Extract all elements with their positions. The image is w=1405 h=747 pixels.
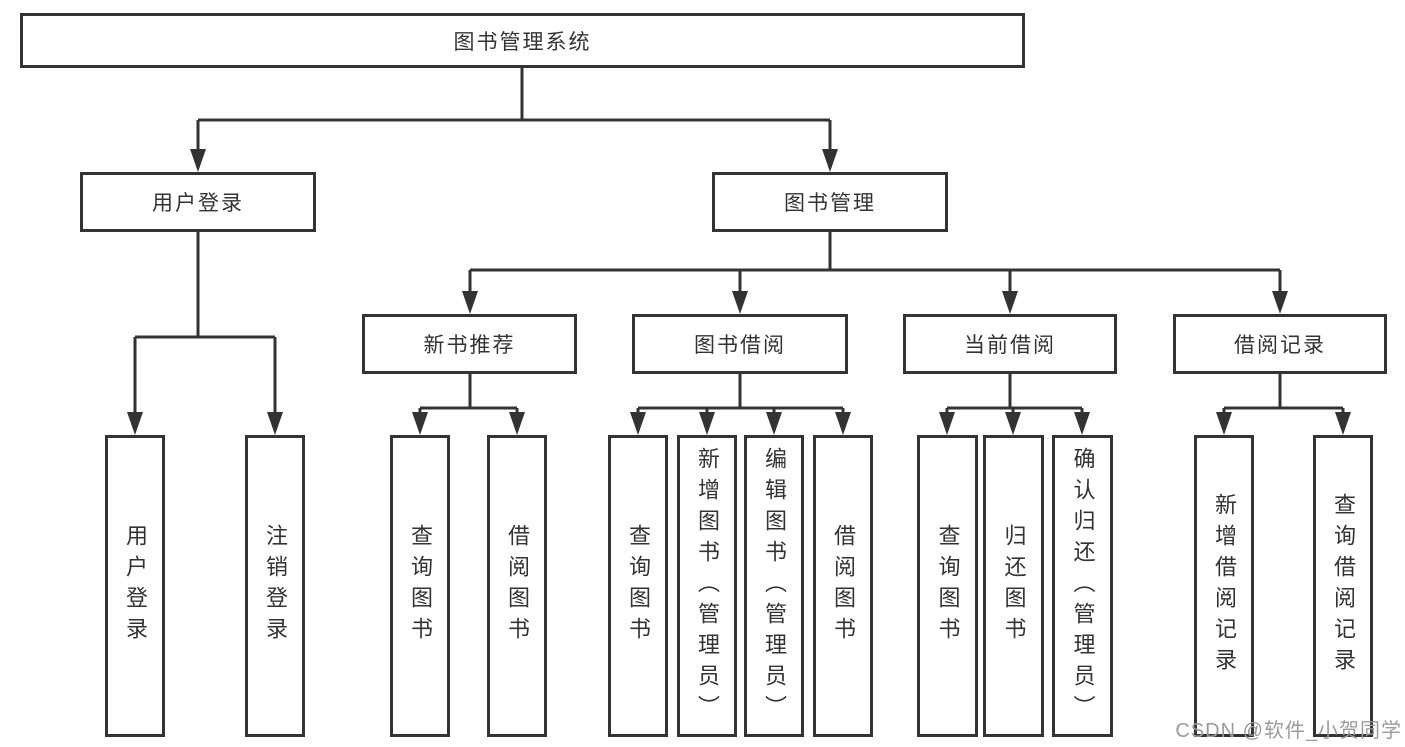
leaf-query-books-borrow: 查询图书 (608, 435, 668, 737)
arrowhead (1002, 291, 1018, 314)
leaf-edit-books-admin: 编辑图书（管理员） (744, 435, 804, 737)
node-current-borrowing-label: 当前借阅 (964, 334, 1056, 357)
arrowhead (267, 412, 283, 435)
leaf-query-borrow-record-label: 查询借阅记录 (1331, 493, 1356, 679)
arrowhead (939, 412, 955, 435)
arrowhead (1005, 412, 1021, 435)
leaf-logout: 注销登录 (245, 435, 305, 737)
leaf-query-books-recommend-label: 查询图书 (408, 524, 433, 648)
leaf-borrow-books-recommend-label: 借阅图书 (505, 524, 530, 648)
leaf-confirm-return-admin-label: 确认归还（管理员） (1070, 446, 1096, 726)
node-borrowing-records: 借阅记录 (1173, 314, 1387, 374)
arrowhead (732, 291, 748, 314)
arrowhead (462, 291, 478, 314)
connector-borrowing-to-leaves (636, 374, 845, 417)
arrowhead (412, 412, 428, 435)
leaf-user-login: 用户登录 (105, 435, 165, 737)
node-root: 图书管理系统 (20, 13, 1025, 68)
leaf-add-borrow-record-label: 新增借阅记录 (1212, 493, 1237, 679)
leaf-return-books-label: 归还图书 (1001, 524, 1027, 648)
arrowhead (190, 149, 206, 172)
arrowhead (822, 149, 838, 172)
leaf-add-books-admin-label: 新增图书（管理员） (695, 446, 720, 726)
leaf-add-books-admin: 新增图书（管理员） (677, 435, 737, 737)
leaf-query-books-current: 查询图书 (917, 435, 978, 737)
node-book-borrowing-label: 图书借阅 (694, 334, 786, 357)
connector-current-to-leaves (945, 374, 1084, 417)
leaf-borrow-books-borrow: 借阅图书 (813, 435, 873, 737)
node-book-borrowing: 图书借阅 (632, 314, 848, 374)
connector-recommend-to-leaves (418, 374, 519, 417)
node-root-label: 图书管理系统 (453, 30, 592, 54)
arrowhead (1074, 412, 1090, 435)
leaf-user-login-label: 用户登录 (123, 524, 148, 648)
arrowhead (630, 412, 646, 435)
connector-records-to-leaves (1222, 374, 1345, 417)
node-user-login-label: 用户登录 (152, 192, 244, 215)
leaf-edit-books-admin-label: 编辑图书（管理员） (762, 446, 787, 726)
node-borrowing-records-label: 借阅记录 (1234, 334, 1326, 357)
leaf-query-books-borrow-label: 查询图书 (626, 524, 651, 648)
leaf-borrow-books-borrow-label: 借阅图书 (831, 524, 856, 648)
arrowhead (835, 412, 851, 435)
node-book-management-label: 图书管理 (784, 192, 876, 215)
node-book-management: 图书管理 (712, 172, 948, 232)
leaf-borrow-books-recommend: 借阅图书 (487, 435, 547, 737)
arrowhead (127, 412, 143, 435)
arrowhead (1272, 291, 1288, 314)
leaf-logout-label: 注销登录 (263, 524, 288, 648)
arrowhead (1216, 412, 1232, 435)
arrowhead (699, 412, 715, 435)
leaf-confirm-return-admin: 确认归还（管理员） (1052, 435, 1113, 737)
node-new-book-recommendation-label: 新书推荐 (423, 334, 516, 357)
node-user-login: 用户登录 (80, 172, 316, 232)
leaf-return-books: 归还图书 (983, 435, 1044, 737)
node-new-book-recommendation: 新书推荐 (362, 314, 577, 374)
watermark-text: CSDN @软件_小贺同学 (1175, 720, 1402, 742)
leaf-query-books-current-label: 查询图书 (935, 524, 961, 648)
arrowhead (1335, 412, 1351, 435)
arrowhead (766, 412, 782, 435)
leaf-add-borrow-record: 新增借阅记录 (1194, 435, 1254, 737)
connector-userlogin-to-leaves (133, 232, 277, 417)
node-current-borrowing: 当前借阅 (903, 314, 1117, 374)
arrowhead (509, 412, 525, 435)
leaf-query-books-recommend: 查询图书 (390, 435, 450, 737)
connector-bookmgmt-to-level3 (468, 232, 1282, 296)
leaf-query-borrow-record: 查询借阅记录 (1313, 435, 1373, 737)
connector-root-to-level2 (196, 68, 832, 154)
